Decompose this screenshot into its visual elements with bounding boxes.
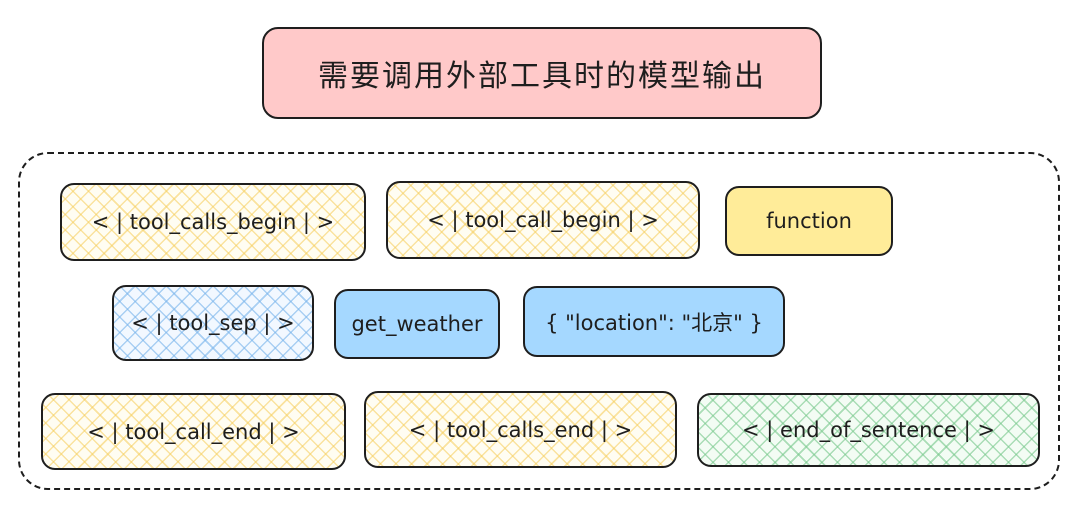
- token-label: function: [766, 209, 852, 233]
- token-tool-sep: < | tool_sep | >: [112, 285, 314, 361]
- token-label: < | end_of_sentence | >: [742, 418, 995, 442]
- token-label: < | tool_call_end | >: [87, 419, 300, 444]
- token-arguments: { "location": "北京" }: [523, 286, 785, 357]
- token-tool-calls-begin: < | tool_calls_begin | >: [60, 183, 366, 261]
- token-label: < | tool_call_begin | >: [427, 208, 659, 232]
- token-end-of-sentence: < | end_of_sentence | >: [697, 393, 1040, 467]
- token-tool-call-end: < | tool_call_end | >: [41, 393, 346, 470]
- token-tool-calls-end: < | tool_calls_end | >: [364, 391, 677, 468]
- token-function: function: [725, 186, 893, 256]
- output-sequence-frame: [18, 152, 1060, 490]
- token-tool-call-begin: < | tool_call_begin | >: [386, 181, 700, 259]
- token-label: < | tool_calls_end | >: [408, 417, 633, 442]
- token-function-name: get_weather: [334, 289, 500, 359]
- token-label: < | tool_sep | >: [131, 311, 295, 335]
- diagram-title: 需要调用外部工具时的模型输出: [262, 27, 822, 119]
- title-text: 需要调用外部工具时的模型输出: [318, 59, 766, 94]
- token-label: get_weather: [351, 312, 483, 336]
- token-label: { "location": "北京" }: [545, 310, 763, 335]
- token-label: < | tool_calls_begin | >: [91, 210, 335, 234]
